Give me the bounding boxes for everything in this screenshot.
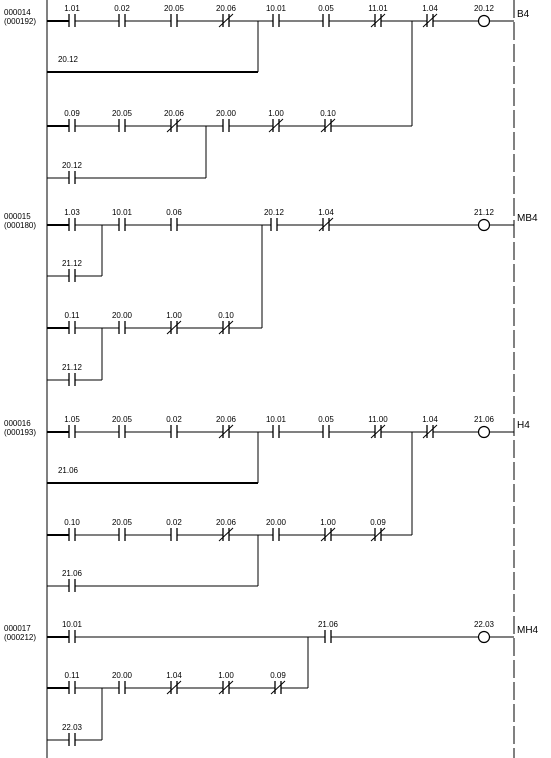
contact-nc-slash	[370, 527, 386, 542]
contact-nc-slash	[320, 527, 336, 542]
nc-contact-label: 1.04	[422, 415, 438, 424]
contact-nc-slash	[422, 424, 438, 439]
coil-label: 21.12	[474, 208, 495, 217]
no-contact-label: 20.12	[62, 161, 83, 170]
contact-nc-slash	[218, 680, 234, 695]
rung-address: (000180)	[4, 221, 36, 230]
contact-nc-slash	[218, 527, 234, 542]
nc-contact-label: 20.06	[216, 415, 237, 424]
nc-contact-label: 1.00	[166, 311, 182, 320]
contact-nc-slash	[370, 424, 386, 439]
no-contact-label: 10.01	[62, 620, 83, 629]
no-contact-label: 21.06	[318, 620, 339, 629]
no-contact-label: 0.02	[166, 518, 182, 527]
rung-address: (000192)	[4, 17, 36, 26]
nc-contact-label: 1.04	[318, 208, 334, 217]
no-contact-label: 21.12	[62, 259, 83, 268]
output-coil	[477, 14, 491, 28]
nc-contact-label: 0.10	[218, 311, 234, 320]
contact-nc-slash	[270, 680, 286, 695]
no-contact-label: 10.01	[266, 415, 287, 424]
no-contact-label: 21.06	[58, 466, 79, 475]
no-contact-label: 21.12	[62, 363, 83, 372]
no-contact-label: 20.12	[264, 208, 285, 217]
contact-nc-slash	[268, 118, 284, 133]
no-contact-label: 20.05	[112, 518, 133, 527]
no-contact-label: 20.12	[58, 55, 79, 64]
output-name: H4	[517, 420, 530, 431]
nc-contact-label: 1.04	[166, 671, 182, 680]
output-coil	[477, 218, 491, 232]
rung-address: (000193)	[4, 428, 36, 437]
no-contact-label: 22.03	[62, 723, 83, 732]
contact-nc-slash	[218, 424, 234, 439]
no-contact-label: 21.06	[62, 569, 83, 578]
nc-contact-label: 11.00	[368, 415, 388, 424]
nc-contact-label: 20.06	[216, 4, 237, 13]
no-contact-label: 0.02	[114, 4, 130, 13]
nc-contact-label: 0.09	[270, 671, 286, 680]
output-coil	[477, 630, 491, 644]
no-contact-label: 20.00	[266, 518, 287, 527]
no-contact-label: 1.05	[64, 415, 80, 424]
no-contact-label: 20.05	[112, 109, 133, 118]
no-contact-label: 20.00	[112, 671, 133, 680]
nc-contact-label: 20.06	[164, 109, 185, 118]
no-contact-label: 1.01	[64, 4, 80, 13]
no-contact-label: 0.09	[64, 109, 80, 118]
contact-nc-slash	[422, 13, 438, 28]
rung-address: (000212)	[4, 633, 36, 642]
no-contact-label: 10.01	[266, 4, 287, 13]
nc-contact-label: 1.00	[320, 518, 336, 527]
rung-step-number: 000015	[4, 212, 31, 221]
contact-nc-slash	[370, 13, 386, 28]
nc-contact-label: 20.06	[216, 518, 237, 527]
no-contact-label: 0.02	[166, 415, 182, 424]
contact-nc-slash	[318, 217, 334, 232]
nc-contact-label: 0.09	[370, 518, 386, 527]
rung-step-number: 000014	[4, 8, 31, 17]
no-contact-label: 0.05	[318, 415, 334, 424]
no-contact-label: 1.03	[64, 208, 80, 217]
no-contact-label: 20.00	[216, 109, 237, 118]
no-contact-label: 20.00	[112, 311, 133, 320]
coil-label: 21.06	[474, 415, 495, 424]
coil-label: 22.03	[474, 620, 495, 629]
no-contact-label: 0.06	[166, 208, 182, 217]
coil-label: 20.12	[474, 4, 495, 13]
contact-nc-slash	[218, 320, 234, 335]
contact-nc-slash	[218, 13, 234, 28]
nc-contact-label: 1.04	[422, 4, 438, 13]
contact-nc-slash	[166, 680, 182, 695]
no-contact-label: 0.11	[65, 671, 81, 680]
nc-contact-label: 0.10	[320, 109, 336, 118]
output-name: B4	[517, 9, 530, 20]
output-coil	[477, 425, 491, 439]
no-contact-label: 0.11	[65, 311, 81, 320]
contact-nc-slash	[320, 118, 336, 133]
nc-contact-label: 1.00	[218, 671, 234, 680]
no-contact-label: 10.01	[112, 208, 133, 217]
contact-nc-slash	[166, 118, 182, 133]
contact-nc-slash	[166, 320, 182, 335]
no-contact-label: 0.10	[64, 518, 80, 527]
nc-contact-label: 11.01	[368, 4, 388, 13]
no-contact-label: 20.05	[164, 4, 185, 13]
rung-step-number: 000017	[4, 624, 31, 633]
no-contact-label: 0.05	[318, 4, 334, 13]
nc-contact-label: 1.00	[268, 109, 284, 118]
no-contact-label: 20.05	[112, 415, 133, 424]
output-name: MH4	[517, 625, 539, 636]
rung-step-number: 000016	[4, 419, 31, 428]
output-name: MB4	[517, 213, 538, 224]
